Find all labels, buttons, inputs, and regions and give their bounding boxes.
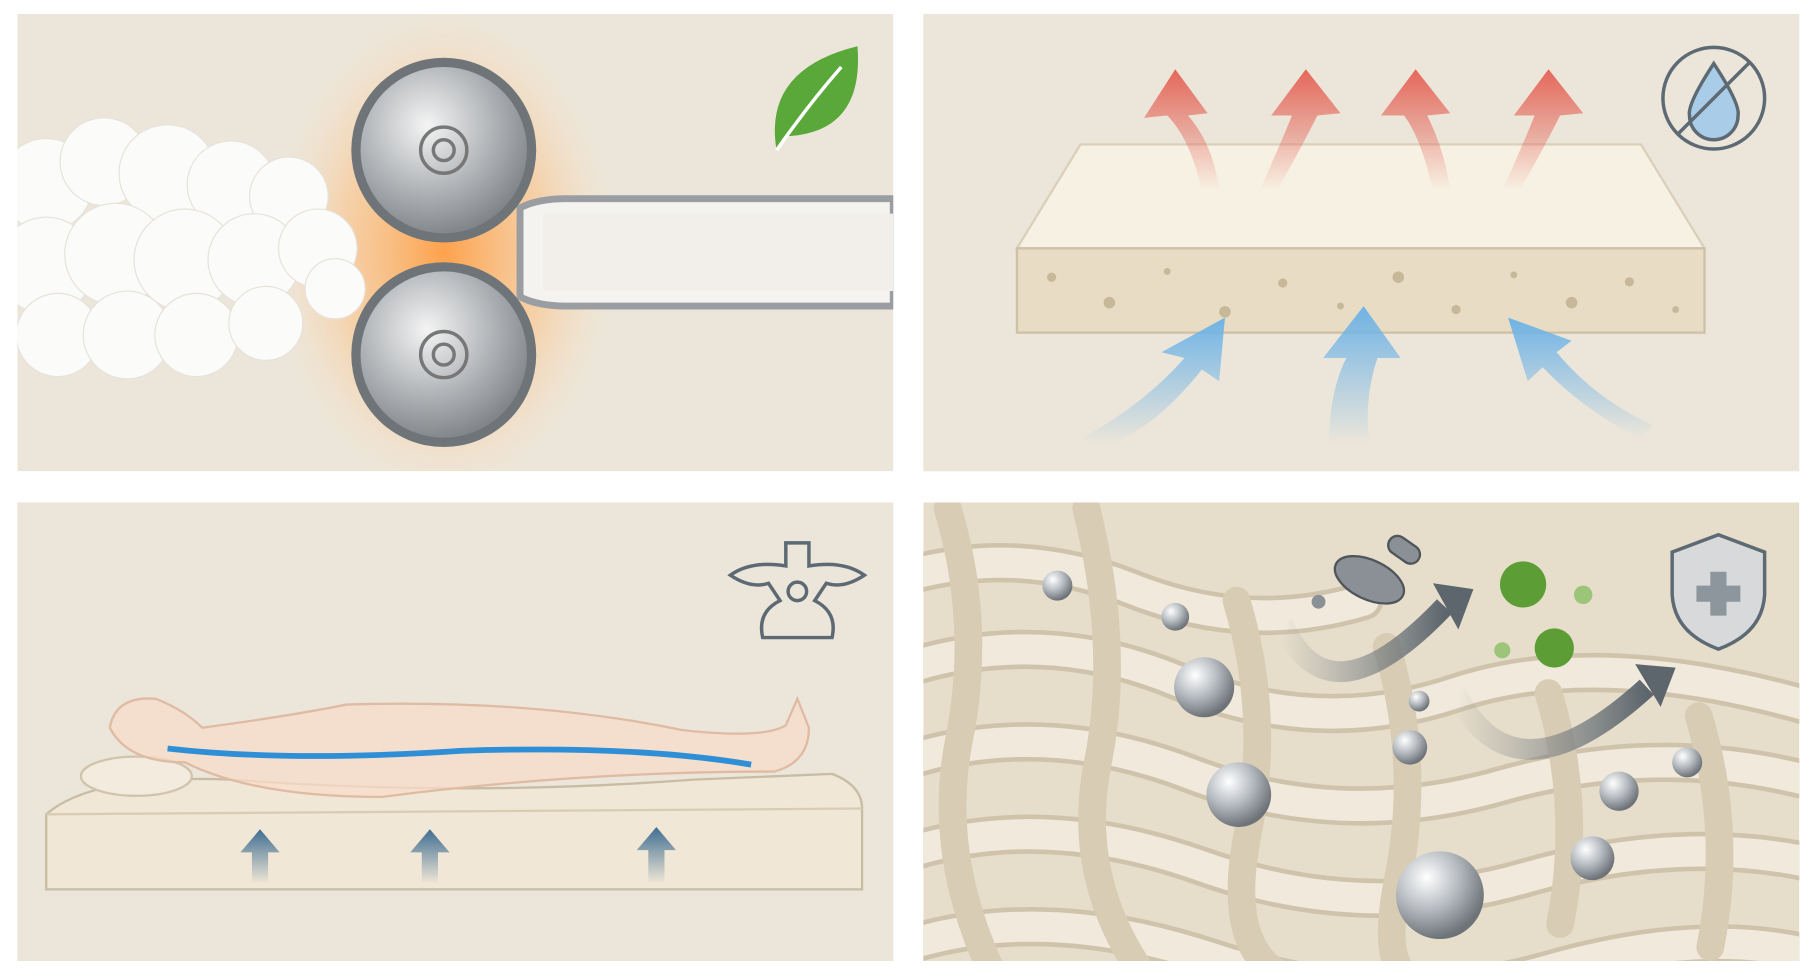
silver-ions xyxy=(1042,570,1703,940)
compressed-sheet xyxy=(516,195,894,310)
panel-antibacterial xyxy=(923,502,1800,961)
pillow xyxy=(79,755,193,797)
panel-breathability xyxy=(923,13,1800,472)
cool-air-arrows xyxy=(1080,306,1653,445)
support-arrows xyxy=(240,827,677,884)
warm-air-arrows xyxy=(1144,69,1584,191)
vertebra-icon xyxy=(727,541,868,640)
breathable-foam-slab xyxy=(1014,143,1707,334)
leaf-icon xyxy=(774,46,859,152)
bottom-roller xyxy=(351,262,537,447)
virus-icons xyxy=(1494,561,1593,668)
woven-fibers xyxy=(923,502,1800,961)
human-body xyxy=(108,695,811,799)
top-roller xyxy=(351,57,537,243)
spine-line xyxy=(167,745,752,768)
panel-thermal-bonding xyxy=(17,13,894,472)
cotton-fluff xyxy=(17,117,366,380)
repel-arrows xyxy=(1273,583,1676,760)
bacteria-icon xyxy=(1311,534,1422,609)
shield-plus-icon xyxy=(1670,532,1767,651)
panel-spine-support xyxy=(17,502,894,961)
no-water-drop-icon xyxy=(1661,45,1767,151)
